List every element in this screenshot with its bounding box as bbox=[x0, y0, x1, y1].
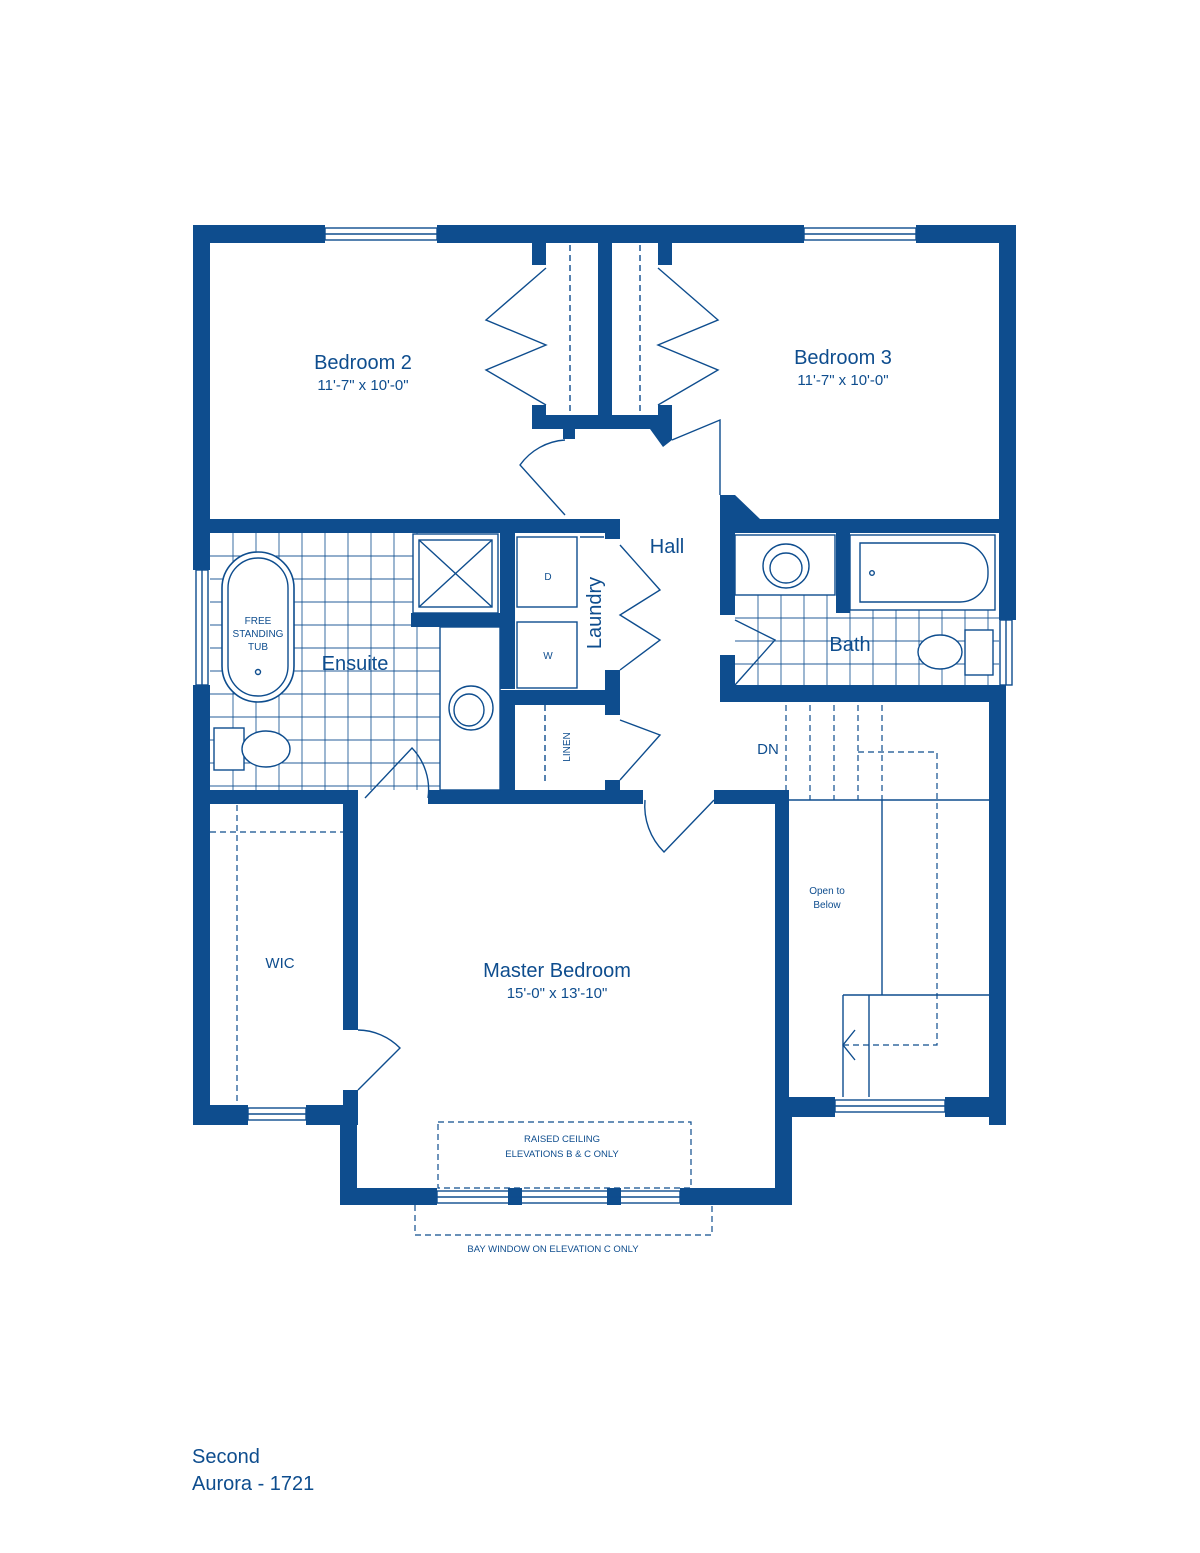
windows bbox=[195, 227, 1013, 1205]
wic-label: WIC bbox=[265, 955, 294, 972]
floor-caption: Second bbox=[192, 1446, 260, 1468]
master-bedroom-dims: 15'-0" x 13'-10" bbox=[507, 985, 608, 1002]
fixtures bbox=[213, 533, 996, 791]
raised-ceiling-note-1: RAISED CEILING bbox=[524, 1134, 600, 1145]
model-caption: Aurora - 1721 bbox=[192, 1473, 315, 1495]
tub-label-2: STANDING bbox=[233, 629, 284, 640]
swing-doors bbox=[357, 418, 777, 1091]
tub-label-3: TUB bbox=[248, 642, 268, 653]
wic-shelving bbox=[210, 805, 343, 1105]
dryer-label: D bbox=[544, 572, 551, 583]
raised-ceiling-note-2: ELEVATIONS B & C ONLY bbox=[505, 1149, 619, 1160]
labels: Bedroom 2 11'-7" x 10'-0" Bedroom 3 11'-… bbox=[233, 347, 892, 1255]
open-below-label-1: Open to bbox=[809, 886, 845, 897]
staircase bbox=[785, 705, 989, 1097]
bedroom-3-dims: 11'-7" x 10'-0" bbox=[797, 372, 888, 389]
dn-label: DN bbox=[757, 741, 779, 758]
ensuite-label: Ensuite bbox=[322, 653, 389, 675]
bedroom-3-name: Bedroom 3 bbox=[794, 347, 892, 369]
walls bbox=[193, 225, 1016, 1205]
bay-window-note: BAY WINDOW ON ELEVATION C ONLY bbox=[467, 1244, 639, 1255]
raised-ceiling-outline bbox=[414, 1121, 713, 1236]
master-bedroom-name: Master Bedroom bbox=[483, 960, 631, 982]
linen-label: LINEN bbox=[562, 732, 573, 761]
tub-label-1: FREE bbox=[245, 616, 272, 627]
open-below-label-2: Below bbox=[813, 900, 841, 911]
washer-label: W bbox=[543, 651, 553, 662]
bath-label: Bath bbox=[829, 634, 870, 656]
bedroom-2-name: Bedroom 2 bbox=[314, 352, 412, 374]
bedroom-2-dims: 11'-7" x 10'-0" bbox=[317, 377, 408, 394]
hall-label: Hall bbox=[650, 536, 684, 558]
closet-doors bbox=[484, 245, 720, 781]
laundry-label: Laundry bbox=[584, 577, 606, 649]
